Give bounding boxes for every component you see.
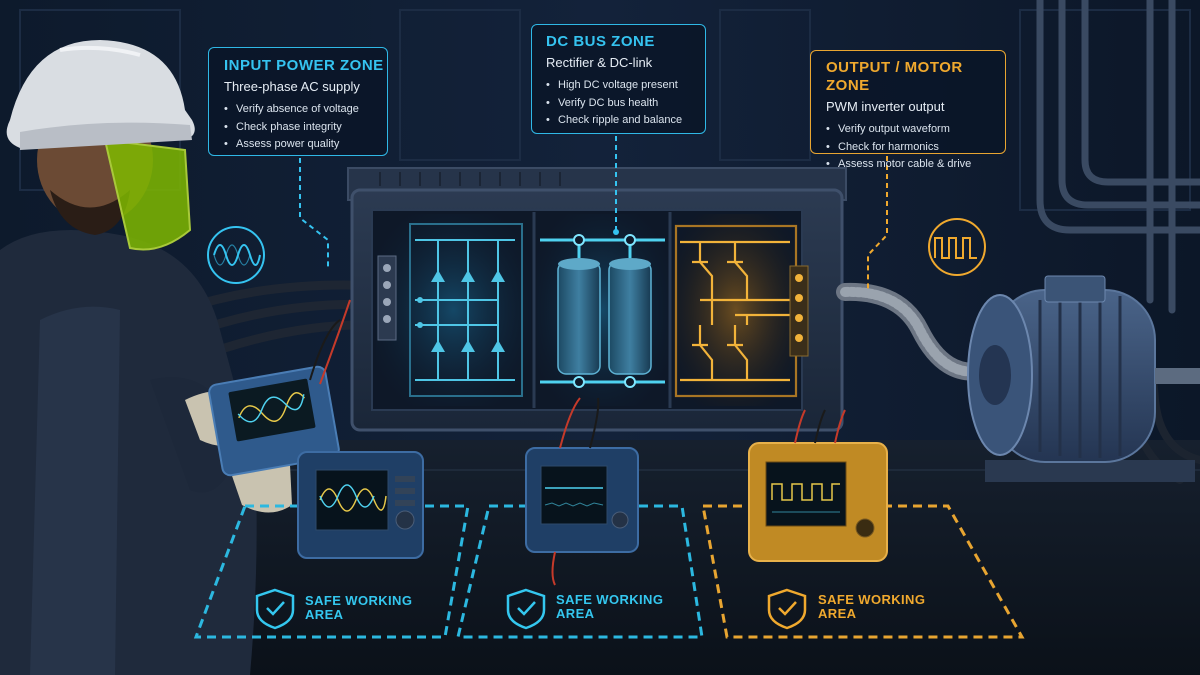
output-zone-checklist: Verify output waveform Check for harmoni… xyxy=(826,121,1005,174)
rectifier-circuit xyxy=(409,223,523,397)
shield-check-icon xyxy=(506,588,546,630)
list-item: Check ripple and balance xyxy=(546,112,705,130)
safe-working-area-label-input: SAFE WORKING AREA xyxy=(305,594,412,622)
list-item: Verify DC bus health xyxy=(546,95,705,113)
safe-working-area-label-output: SAFE WORKING AREA xyxy=(818,593,925,621)
oscilloscope-dc xyxy=(525,397,639,586)
list-item: Verify absence of voltage xyxy=(224,101,387,119)
safe-label-line: SAFE WORKING xyxy=(556,592,664,607)
input-terminals xyxy=(377,255,397,341)
dc-zone-checklist: High DC voltage present Verify DC bus he… xyxy=(546,77,705,130)
input-zone-checklist: Verify absence of voltage Check phase in… xyxy=(224,101,387,154)
oscilloscope-input xyxy=(297,451,424,559)
output-zone-subtitle: PWM inverter output xyxy=(826,99,945,114)
list-item: Verify output waveform xyxy=(826,121,1005,139)
list-item: Assess motor cable & drive xyxy=(826,156,1005,174)
shield-check-icon xyxy=(767,588,807,630)
dc-bus-zone-callout: DC BUS ZONE Rectifier & DC-link High DC … xyxy=(531,24,706,134)
square-wave-icon xyxy=(928,218,986,276)
safe-label-line: SAFE WORKING xyxy=(818,592,926,607)
safe-working-area-label-dc: SAFE WORKING AREA xyxy=(556,593,663,621)
input-zone-subtitle: Three-phase AC supply xyxy=(224,79,360,94)
list-item: Assess power quality xyxy=(224,136,387,154)
dc-bus-capacitors xyxy=(540,234,665,388)
dc-zone-title: DC BUS ZONE xyxy=(546,33,655,50)
handheld-power-analyzer xyxy=(208,299,351,477)
safe-label-line: AREA xyxy=(818,606,857,621)
electric-motor xyxy=(967,275,1200,482)
oscilloscope-output xyxy=(748,409,888,562)
safe-label-line: AREA xyxy=(305,607,344,622)
callout-leader-lines xyxy=(299,136,888,290)
list-item: High DC voltage present xyxy=(546,77,705,95)
input-zone-title: INPUT POWER ZONE xyxy=(224,57,384,74)
output-terminals xyxy=(789,265,809,357)
list-item: Check for harmonics xyxy=(826,139,1005,157)
technician xyxy=(0,40,292,675)
output-motor-zone-callout: OUTPUT / MOTOR ZONE PWM inverter output … xyxy=(810,50,1006,173)
sine-wave-icon xyxy=(207,226,265,284)
safe-label-line: AREA xyxy=(556,606,595,621)
safe-label-line: SAFE WORKING xyxy=(305,593,413,608)
output-zone-title: OUTPUT / MOTOR ZONE xyxy=(826,59,963,94)
shield-check-icon xyxy=(255,588,295,630)
input-power-zone-callout: INPUT POWER ZONE Three-phase AC supply V… xyxy=(208,47,388,156)
list-item: Check phase integrity xyxy=(224,119,387,137)
dc-zone-subtitle: Rectifier & DC-link xyxy=(546,55,653,70)
wall-pipes xyxy=(1036,0,1200,314)
